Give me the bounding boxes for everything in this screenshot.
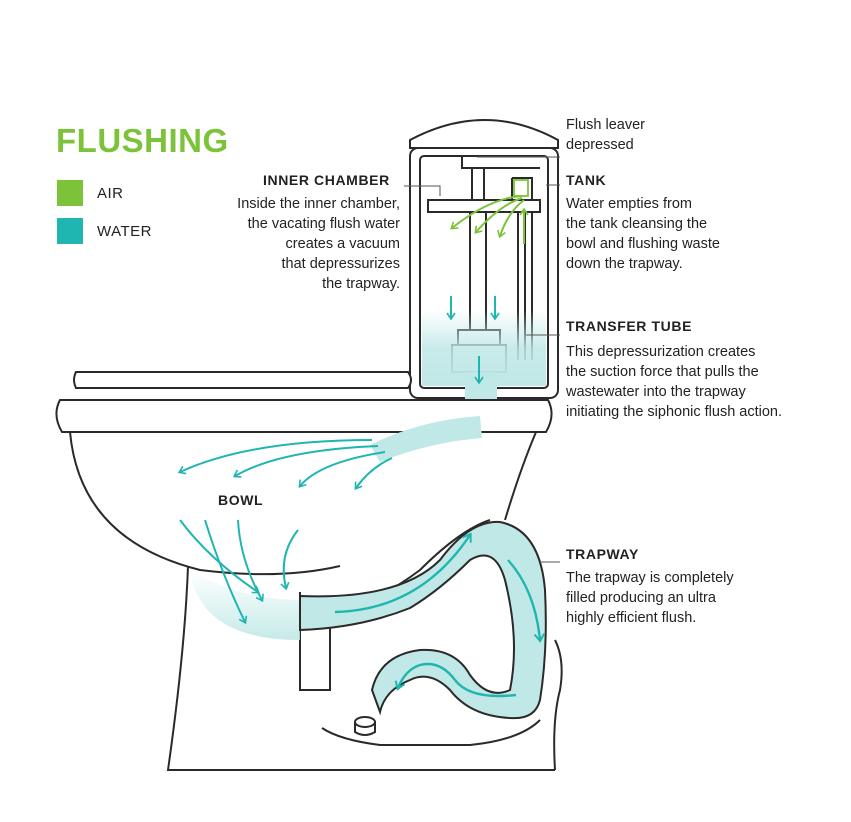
flush-lever-label: Flush leaver depressed	[566, 117, 645, 153]
leader-lines	[404, 156, 560, 563]
trapway-heading: TRAPWAY	[566, 546, 639, 562]
transfer-tube-heading: TRANSFER TUBE	[566, 318, 693, 334]
bowl-water	[190, 570, 300, 640]
tank-heading: TANK	[566, 172, 607, 188]
trapway-flow-arrows	[334, 532, 546, 698]
trapway-pipe	[299, 520, 547, 720]
rim-water-channel	[370, 416, 482, 462]
legend-water: WATER	[57, 218, 152, 244]
air-flow-arrows	[450, 179, 529, 244]
legend-air-label: AIR	[97, 184, 124, 202]
legend-water-swatch	[57, 218, 83, 244]
tank-text: Water empties from the tank cleansing th…	[566, 196, 720, 272]
inner-chamber-heading: INNER CHAMBER	[263, 172, 390, 188]
diagram-title: FLUSHING	[56, 122, 229, 159]
inner-chamber-text: Inside the inner chamber, the vacating f…	[237, 196, 400, 292]
tank-flow-arrows	[446, 296, 500, 385]
trapway-text: The trapway is completely filled produci…	[566, 570, 734, 626]
legend-air: AIR	[57, 180, 124, 206]
bowl-flow-arrows	[177, 439, 393, 625]
legend-air-swatch	[57, 180, 83, 206]
legend-water-label: WATER	[97, 222, 152, 240]
transfer-tube-text: This depressurization creates the suctio…	[566, 344, 783, 420]
bowl-label: BOWL	[218, 492, 264, 508]
